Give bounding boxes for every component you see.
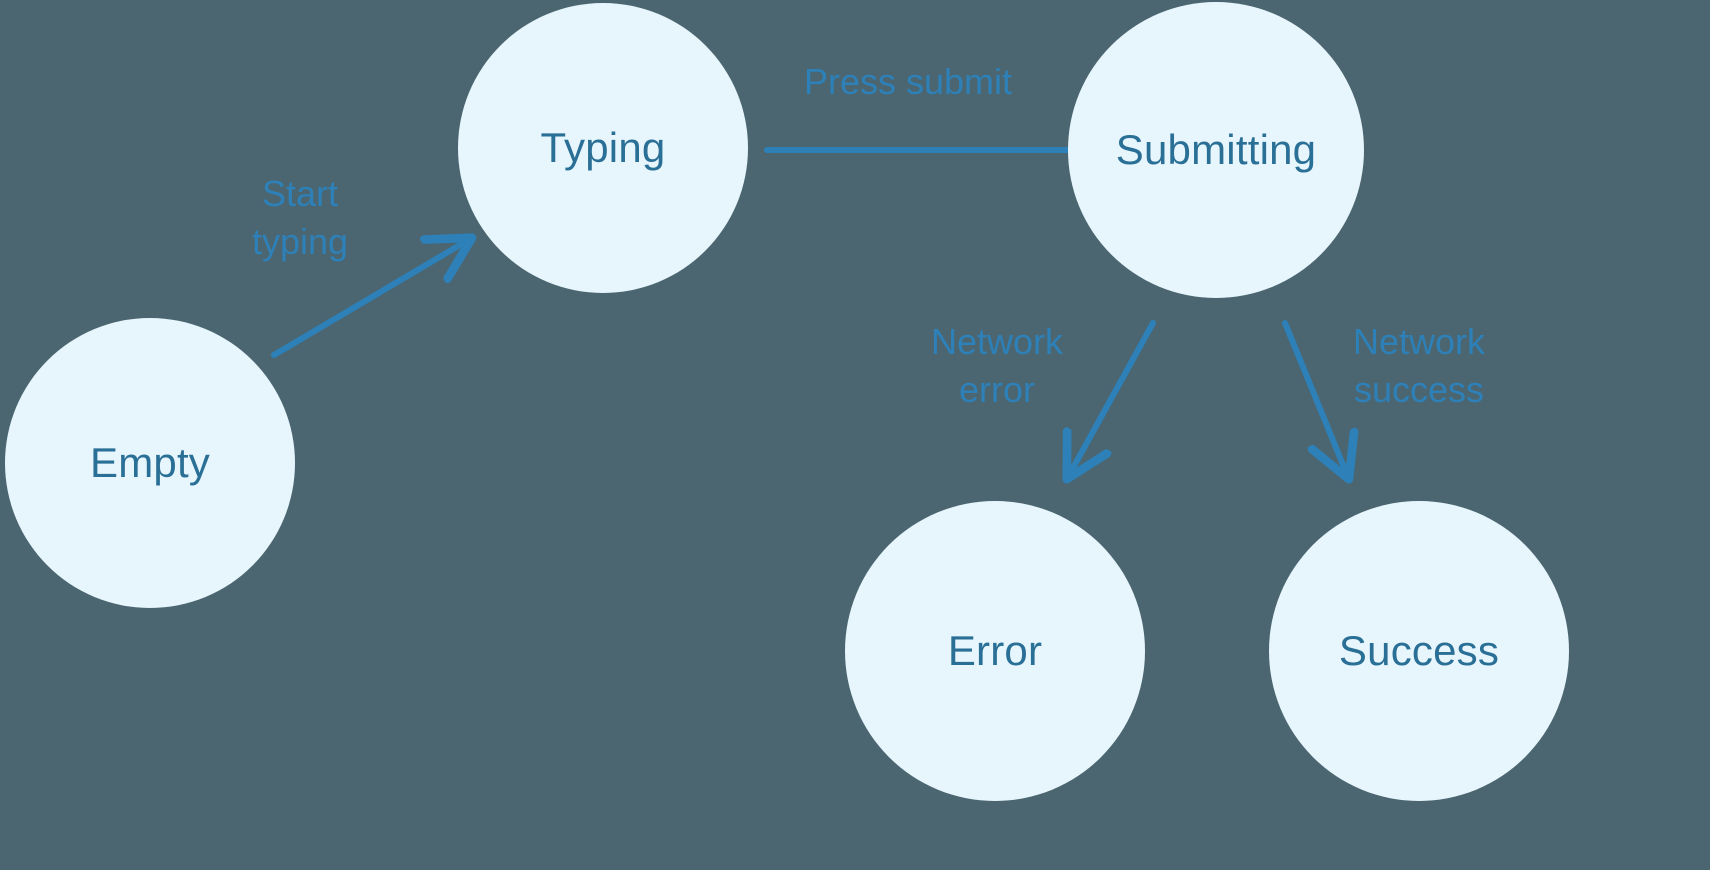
state-node-success-label: Success xyxy=(1338,627,1500,674)
state-node-success[interactable]: Success xyxy=(1269,501,1569,801)
state-node-typing-label: Typing xyxy=(540,124,666,171)
state-node-typing[interactable]: Typing xyxy=(458,3,748,293)
state-node-submitting[interactable]: Submitting xyxy=(1068,2,1364,298)
edge-submitting-to-success xyxy=(1282,320,1348,477)
state-node-error[interactable]: Error xyxy=(845,501,1145,801)
state-node-submitting-label: Submitting xyxy=(1115,126,1317,173)
edge-submitting-to-error xyxy=(1068,320,1156,477)
edge-empty-to-typing xyxy=(271,239,470,358)
state-node-empty-label: Empty xyxy=(89,439,211,486)
state-node-empty[interactable]: Empty xyxy=(5,318,295,608)
state-node-error-label: Error xyxy=(947,627,1043,674)
